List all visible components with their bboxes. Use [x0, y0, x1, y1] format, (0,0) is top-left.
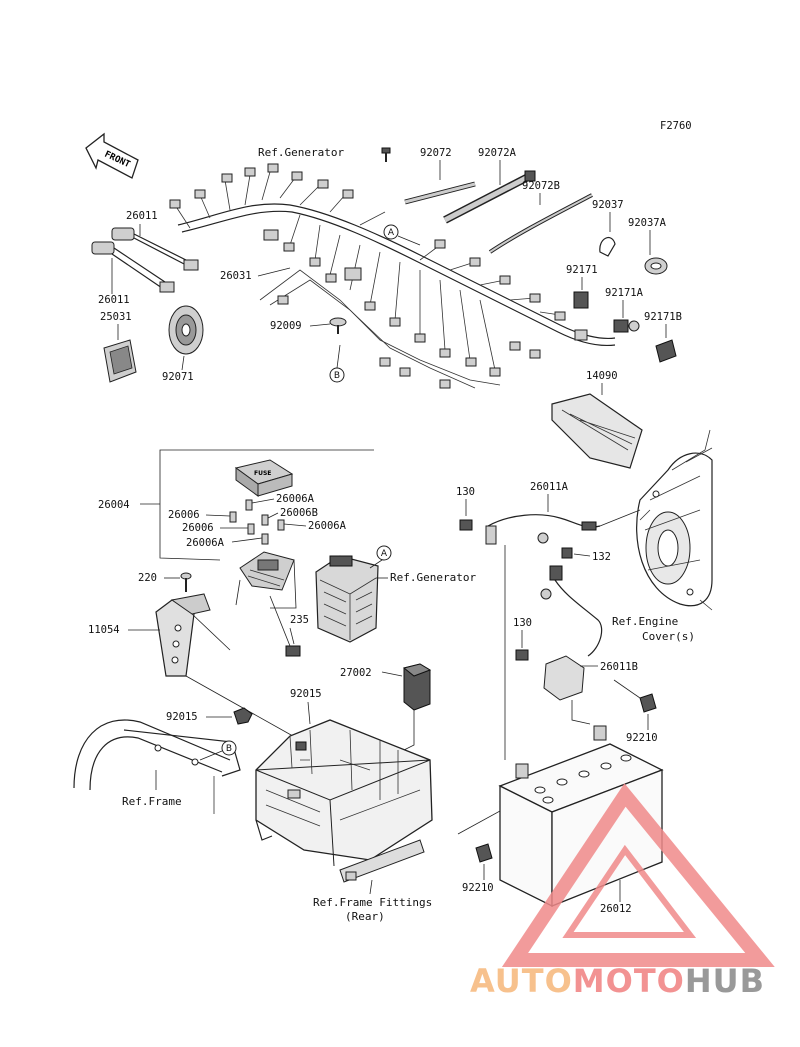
part-number-26006B: 26006B — [280, 507, 318, 519]
fuse-icons — [229, 499, 285, 545]
part-number-26031: 26031 — [220, 270, 252, 282]
part-number-26011A: 26011A — [530, 481, 569, 493]
callout-b-upper: B — [329, 367, 345, 383]
part-number-235: 235 — [290, 614, 309, 626]
part-number-130-2: 130 — [513, 617, 532, 629]
svg-text:A: A — [381, 549, 388, 559]
ref-generator-mid: Ref.Generator — [390, 571, 476, 584]
callout-b-lower: B — [221, 740, 237, 756]
regulator-unit — [315, 555, 379, 643]
svg-text:B: B — [334, 371, 340, 381]
part-number-26004: 26004 — [98, 499, 130, 511]
bolt-130-2-icon — [515, 649, 529, 661]
part-number-26011-top: 26011 — [126, 210, 158, 222]
part-number-92072A: 92072A — [478, 147, 517, 159]
svg-text:B: B — [226, 744, 232, 754]
part-number-132: 132 — [592, 551, 611, 563]
clip-92171A-icon — [613, 319, 640, 333]
ref-frame-fittings-line1: Ref.Frame Fittings — [313, 896, 432, 909]
nut-92210-2-icon — [475, 843, 493, 863]
part-number-92171A: 92171A — [605, 287, 644, 299]
ref-generator-top: Ref.Generator — [258, 146, 344, 159]
ref-engine-cover-line2: Cover(s) — [642, 630, 695, 643]
sensor-cable-26011A — [485, 514, 601, 545]
part-number-92009: 92009 — [270, 320, 302, 332]
ref-frame-fittings-line2: (Rear) — [345, 910, 385, 923]
callout-a-lower: A — [376, 545, 392, 561]
bolt-235-icon — [285, 645, 301, 657]
part-number-220: 220 — [138, 572, 157, 584]
control-unit-25031 — [103, 339, 137, 383]
watermark-text: AUTOMOTOHUB — [470, 962, 765, 1000]
part-number-92071: 92071 — [162, 371, 194, 383]
clamp-band-92072 — [404, 181, 476, 205]
part-number-92171B: 92171B — [644, 311, 682, 323]
part-number-92037A: 92037A — [628, 217, 667, 229]
main-wiring-harness — [169, 163, 616, 389]
fuse-cover-label: FUSE — [254, 470, 271, 477]
nut-92015-icon — [233, 707, 253, 725]
part-number-92072B: 92072B — [522, 180, 560, 192]
grommet-92071-icon — [168, 305, 204, 355]
part-number-14090: 14090 — [586, 370, 618, 382]
fuse-box-base — [239, 551, 295, 591]
sensor-harness-26011-top — [111, 227, 199, 271]
ref-engine-cover-line1: Ref.Engine — [612, 615, 678, 628]
svg-text:A: A — [388, 228, 395, 238]
part-number-92072: 92072 — [420, 147, 452, 159]
clamp-92037A-icon — [644, 257, 668, 275]
part-number-130-1: 130 — [456, 486, 475, 498]
bolt-132-icon — [561, 547, 573, 559]
part-number-92015-2: 92015 — [166, 711, 198, 723]
bolt-92009-icon — [329, 317, 347, 334]
cover-14090 — [551, 393, 643, 469]
relay-27002 — [402, 663, 432, 711]
part-number-27002: 27002 — [340, 667, 372, 679]
part-number-26012: 26012 — [600, 903, 632, 915]
clip-92171-icon — [573, 291, 589, 309]
part-number-26006A-2: 26006A — [308, 520, 347, 532]
fuse-box-group-bracket — [159, 449, 374, 561]
nut-92210-1-icon — [639, 693, 657, 713]
callout-a-upper: A — [383, 224, 399, 240]
ref-frame: Ref.Frame — [122, 795, 182, 808]
part-number-26006-2: 26006 — [182, 522, 214, 534]
part-number-26011B: 26011B — [600, 661, 638, 673]
part-number-11054: 11054 — [88, 624, 120, 636]
part-number-25031: 25031 — [100, 311, 132, 323]
clamp-92037-icon — [599, 236, 616, 257]
frame-tube — [73, 719, 241, 814]
fuse-box-cover: FUSE — [234, 459, 294, 497]
part-number-92210-2: 92210 — [462, 882, 494, 894]
front-arrow-icon: FRONT — [85, 132, 139, 179]
bolt-220-icon — [180, 572, 192, 592]
part-number-92015-1: 92015 — [290, 688, 322, 700]
part-number-92210-1: 92210 — [626, 732, 658, 744]
bracket-11054 — [155, 593, 211, 677]
part-number-92037: 92037 — [592, 199, 624, 211]
clamp-band-92072B — [488, 193, 593, 254]
part-number-92171: 92171 — [566, 264, 598, 276]
part-number-26006-1: 26006 — [168, 509, 200, 521]
watermark-logo: AUTOMOTOHUB — [470, 783, 775, 1000]
part-number-26006A-1: 26006A — [276, 493, 315, 505]
engine-cover — [636, 429, 713, 611]
clamp-band-92072A — [443, 170, 536, 224]
generator-bolt-icon — [381, 147, 391, 162]
part-number-26011-bottom: 26011 — [98, 294, 130, 306]
bolt-130-1-icon — [459, 519, 473, 531]
figure-code: F2760 — [660, 120, 692, 132]
clip-92171B-icon — [655, 339, 677, 363]
part-number-26006A-3: 26006A — [186, 537, 225, 549]
sensor-harness-26011-bottom — [91, 241, 175, 293]
battery-tray — [255, 719, 433, 883]
sensor-cable-26011B — [540, 565, 603, 701]
